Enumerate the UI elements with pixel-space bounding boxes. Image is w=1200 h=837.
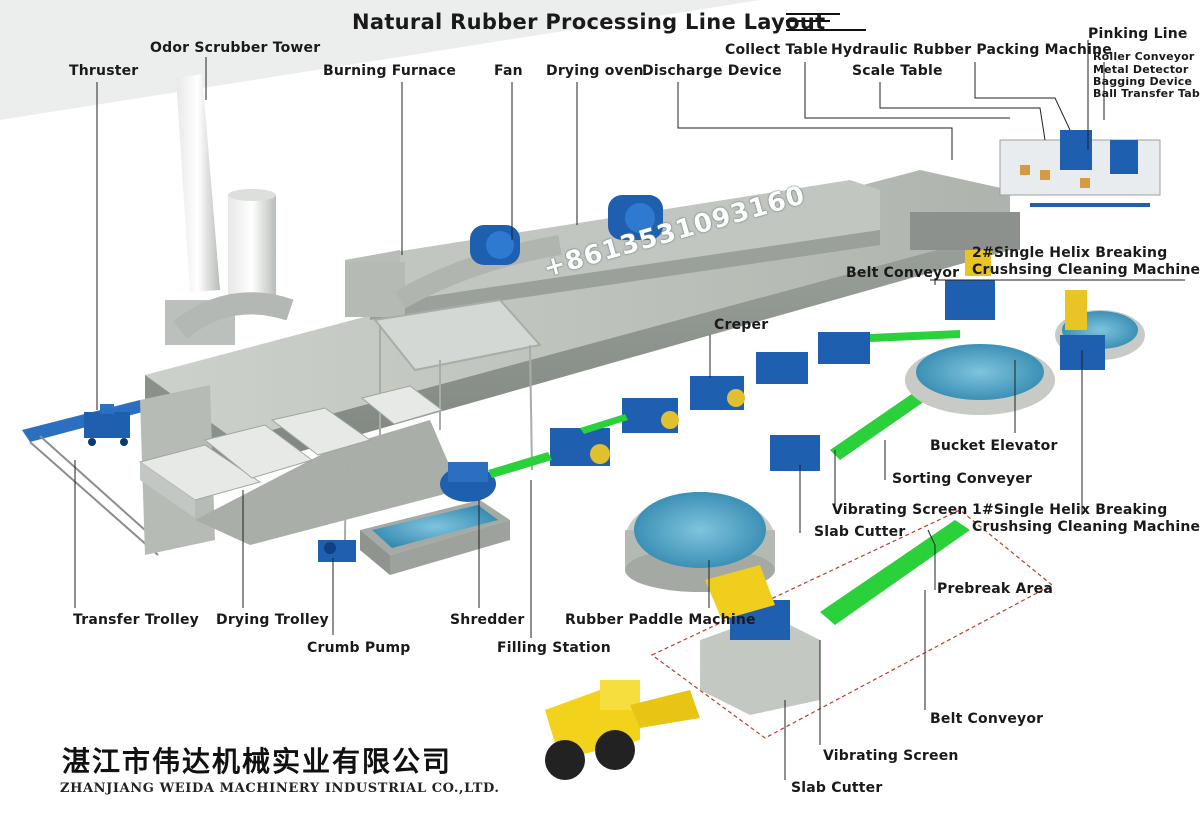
label-drying-trolley: Drying Trolley (216, 612, 329, 628)
label-odor-scrubber-tower: Odor Scrubber Tower (150, 40, 321, 56)
label-breaker-2-line1: 2#Single Helix Breaking (972, 245, 1168, 261)
label-bagging-device: Bagging Device (1093, 75, 1193, 88)
elevator-pool (905, 310, 1145, 415)
label-hydraulic-packing: Hydraulic Rubber Packing Machine (831, 42, 1112, 58)
title-underline (786, 13, 866, 31)
page-title: Natural Rubber Processing Line Layout (352, 10, 826, 34)
label-transfer-trolley: Transfer Trolley (73, 612, 199, 628)
label-vibrating-screen-bottom: Vibrating Screen (823, 748, 959, 764)
label-burning-furnace: Burning Furnace (323, 63, 457, 79)
drying-trolleys (138, 385, 444, 518)
label-vibrating-screen-mid: Vibrating Screen (832, 502, 968, 518)
leader-lines (74, 40, 1185, 780)
label-crumb-pump: Crumb Pump (307, 640, 411, 656)
label-bucket-elevator: Bucket Elevator (930, 438, 1058, 454)
label-sorting-conveyer: Sorting Conveyer (892, 471, 1033, 487)
label-breaker-1-line2: Crushsing Cleaning Machine (972, 519, 1200, 535)
label-rubber-paddle-machine: Rubber Paddle Machine (565, 612, 756, 628)
crumb-pump (318, 540, 356, 562)
transfer-trolley (84, 404, 130, 446)
label-belt-conveyor-bottom: Belt Conveyor (930, 711, 1044, 727)
packing-area (910, 130, 1161, 250)
prebreak-machines (700, 565, 820, 715)
label-pinking-line: Pinking Line (1088, 26, 1188, 42)
wheel-loader (545, 680, 700, 780)
label-breaker-1-line1: 1#Single Helix Breaking (972, 502, 1168, 518)
label-slab-cutter-bottom: Slab Cutter (791, 780, 883, 796)
label-metal-detector: Metal Detector (1093, 63, 1189, 76)
label-collect-table: Collect Table (725, 42, 828, 58)
water-tank (360, 500, 510, 575)
fan-1 (470, 225, 520, 265)
breaker-machine-1 (770, 435, 820, 471)
filling-station (344, 298, 542, 541)
company-name-en: ZHANJIANG WEIDA MACHINERY INDUSTRIAL CO.… (60, 781, 500, 796)
label-discharge-device: Discharge Device (642, 63, 782, 79)
burning-furnace (345, 235, 562, 317)
label-scale-table: Scale Table (852, 63, 943, 79)
label-filling-station: Filling Station (497, 640, 611, 656)
label-thruster: Thruster (69, 63, 139, 79)
label-belt-conveyor-top: Belt Conveyor (846, 265, 960, 281)
label-breaker-2-line2: Crushsing Cleaning Machine (972, 262, 1200, 278)
label-fan: Fan (494, 63, 523, 79)
label-slab-cutter-mid: Slab Cutter (814, 524, 906, 540)
label-ball-transfer-table: Ball Transfer Table (1093, 87, 1200, 100)
creper-machines (550, 332, 870, 466)
label-drying-oven: Drying oven (546, 63, 644, 79)
shredder (440, 462, 496, 502)
label-shredder: Shredder (450, 612, 525, 628)
label-roller-conveyor: Roller Conveyor (1093, 50, 1195, 63)
company-name-cn: 湛江市伟达机械实业有限公司 (62, 745, 453, 778)
label-creper: Creper (714, 317, 769, 333)
label-prebreak-area: Prebreak Area (937, 581, 1053, 597)
fan-2 (608, 195, 663, 240)
odor-scrubber-tower (165, 74, 294, 345)
prebreak-area-boundary (650, 509, 1054, 739)
